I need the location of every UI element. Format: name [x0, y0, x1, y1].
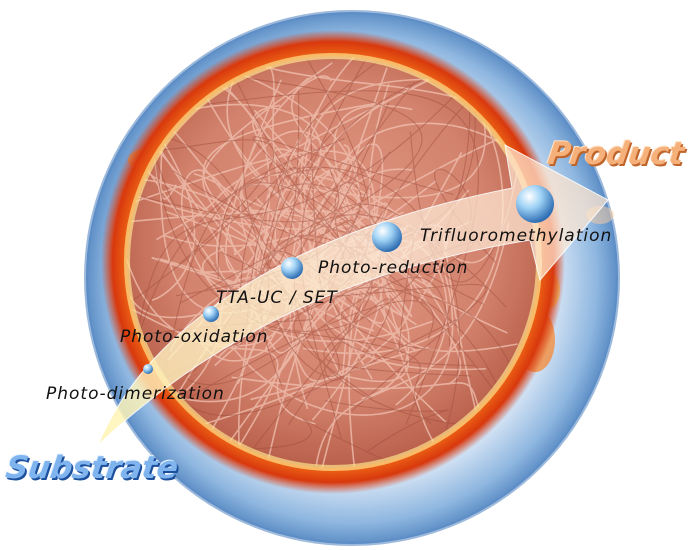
- bubble-4: [372, 222, 402, 252]
- step-trifluoromethylation: Trifluoromethylation: [420, 226, 612, 246]
- step-tta-uc-set: TTA-UC / SET: [216, 288, 338, 308]
- substrate-label: Substrate: [3, 450, 180, 486]
- bubble-5: [516, 185, 554, 223]
- step-photo-dimerization: Photo-dimerization: [46, 384, 225, 404]
- bubble-2: [203, 306, 219, 322]
- bubble-1: [143, 364, 153, 374]
- step-photo-reduction: Photo-reduction: [318, 258, 469, 278]
- bubble-3: [281, 257, 303, 279]
- step-photo-oxidation: Photo-oxidation: [120, 327, 269, 347]
- product-label: Product: [545, 136, 686, 172]
